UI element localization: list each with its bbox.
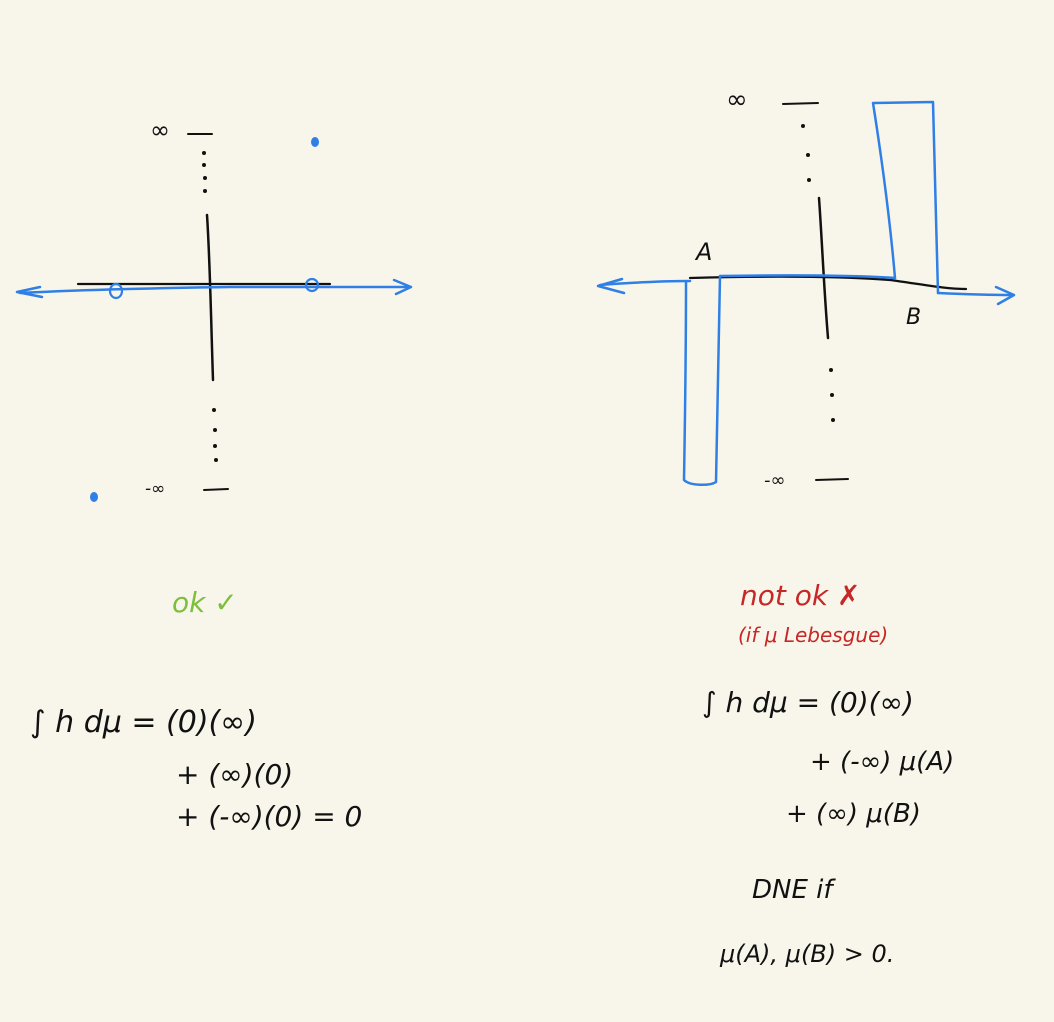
right-dot-lower <box>830 393 834 397</box>
right-integral-line-2: + (-∞) μ(A) <box>810 747 954 777</box>
right-integral-line-3: + (∞) μ(B) <box>786 799 921 829</box>
left-dot-lower <box>214 458 218 462</box>
left-dot-lower <box>213 444 217 448</box>
right-top-tick <box>782 102 819 105</box>
right-label-b: B <box>906 305 921 330</box>
left-dot-upper <box>203 189 207 193</box>
right-vertical-axis <box>817 196 830 340</box>
left-dot-upper <box>203 176 207 180</box>
left-verdict: ok ✓ <box>172 586 238 619</box>
left-diagram: ∞ -∞ <box>15 116 413 502</box>
right-inf-top-label: ∞ <box>726 85 748 115</box>
right-bottom-tick <box>815 478 849 481</box>
left-integral-line-2: + (∞)(0) <box>176 758 293 791</box>
right-integral-block: ∫ h dμ = (0)(∞) + (-∞) μ(A) + (∞) μ(B) <box>702 686 954 829</box>
left-point-infinity <box>311 137 319 147</box>
left-integral-line-3: + (-∞)(0) = 0 <box>176 800 362 833</box>
left-open-circle <box>108 282 124 300</box>
right-function-right-segment <box>936 291 1015 297</box>
right-dot-upper <box>807 178 811 182</box>
left-inf-top-label: ∞ <box>150 116 170 144</box>
right-integral-line-1: ∫ h dμ = (0)(∞) <box>702 686 914 719</box>
right-label-a: A <box>694 238 712 266</box>
right-verdict-note: (if μ Lebesgue) <box>738 623 888 647</box>
left-integral-line-1: ∫ h dμ = (0)(∞) <box>30 705 257 740</box>
right-horizontal-axis <box>688 275 968 291</box>
left-integral-block: ∫ h dμ = (0)(∞) + (∞)(0) + (-∞)(0) = 0 <box>30 705 362 833</box>
right-conclusion-block: DNE if μ(A), μ(B) > 0. <box>719 875 894 968</box>
right-arrow-left-icon <box>596 277 626 295</box>
left-arrow-left-icon <box>15 285 44 299</box>
left-bottom-tick <box>203 488 229 491</box>
right-function-left-segment <box>598 279 692 287</box>
left-dot-lower <box>213 428 217 432</box>
left-dot-upper <box>202 151 206 155</box>
left-point-neg-infinity <box>90 492 98 502</box>
right-conclusion-line-1: DNE if <box>752 875 836 905</box>
right-dot-upper <box>806 153 810 157</box>
right-conclusion-line-2: μ(A), μ(B) > 0. <box>719 940 894 968</box>
left-vertical-axis <box>205 213 215 382</box>
right-dot-lower <box>831 418 835 422</box>
right-arrow-right-icon <box>994 285 1016 306</box>
right-diagram: ∞ -∞ A B <box>596 85 1016 491</box>
right-dot-lower <box>829 368 833 372</box>
right-bar-a-negative <box>682 274 722 486</box>
right-dot-upper <box>801 124 805 128</box>
right-bar-b-positive <box>871 100 940 295</box>
left-open-circle <box>304 277 320 293</box>
left-dot-upper <box>202 163 206 167</box>
right-function-middle-segment <box>718 274 897 280</box>
left-function-line <box>18 285 412 295</box>
right-verdict: not ok ✗ <box>740 579 860 612</box>
left-inf-bottom-label: -∞ <box>145 479 165 499</box>
right-inf-bottom-label: -∞ <box>764 470 786 491</box>
left-dot-lower <box>212 408 216 412</box>
left-arrow-right-icon <box>392 278 413 296</box>
